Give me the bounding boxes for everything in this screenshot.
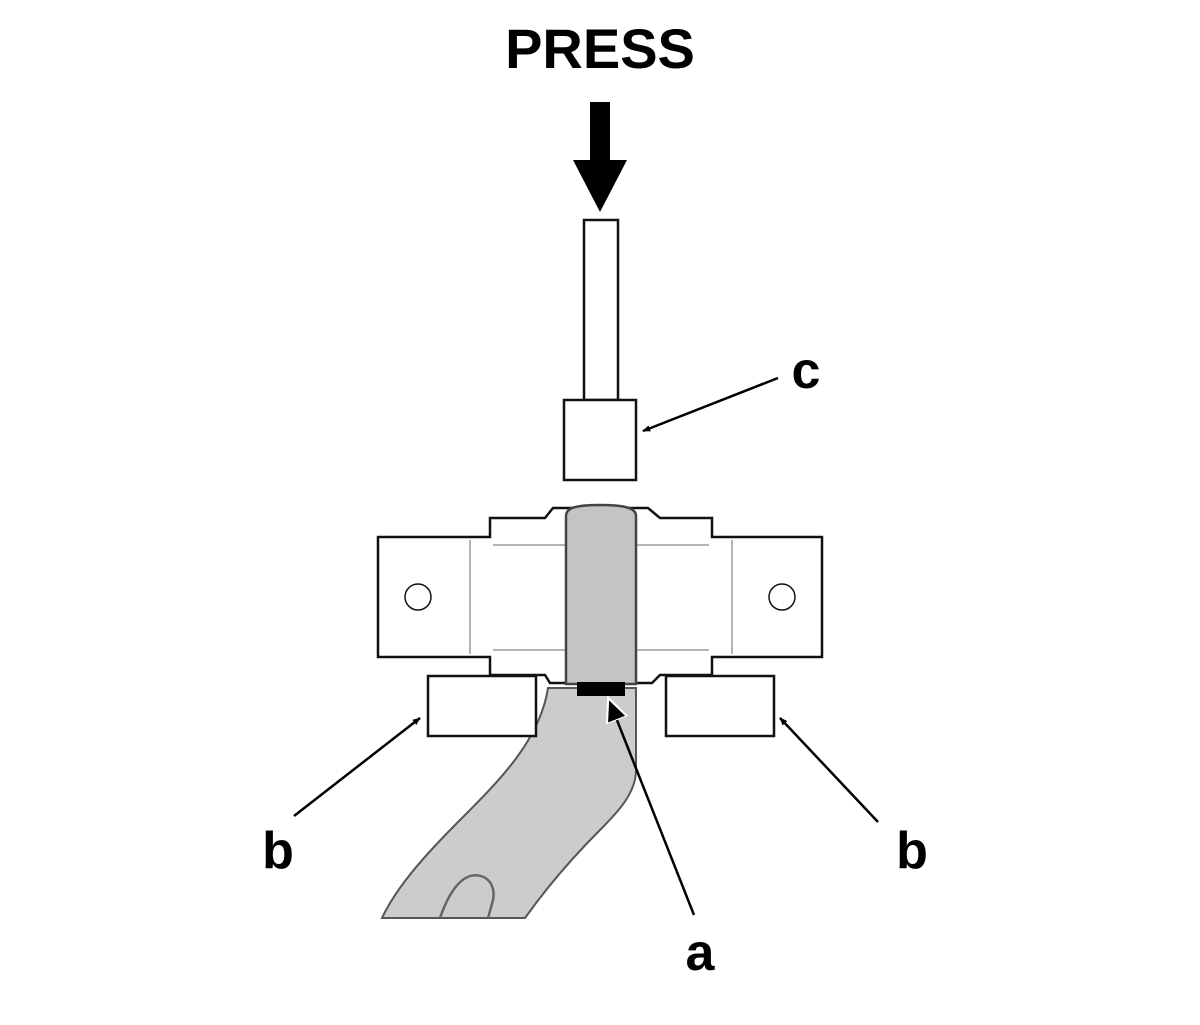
lower-arm — [380, 687, 637, 919]
leader-b-right — [779, 717, 879, 823]
support-block-right — [664, 674, 776, 738]
bushing — [564, 503, 638, 686]
arrow-down-icon — [573, 102, 627, 212]
callout-b-right: b — [896, 822, 928, 880]
callout-c: c — [792, 342, 821, 400]
callout-b-left: b — [262, 822, 294, 880]
press-shaft — [582, 218, 620, 402]
diagram-title: PRESS — [505, 17, 695, 80]
lower-arm-slot — [438, 874, 495, 919]
leader-c — [642, 376, 779, 433]
support-block-left — [426, 674, 538, 738]
callout-a: a — [686, 924, 716, 982]
driver-attachment-c — [562, 398, 638, 482]
part-a — [577, 682, 625, 696]
leader-b-left — [293, 717, 421, 817]
leader-a — [609, 700, 696, 916]
